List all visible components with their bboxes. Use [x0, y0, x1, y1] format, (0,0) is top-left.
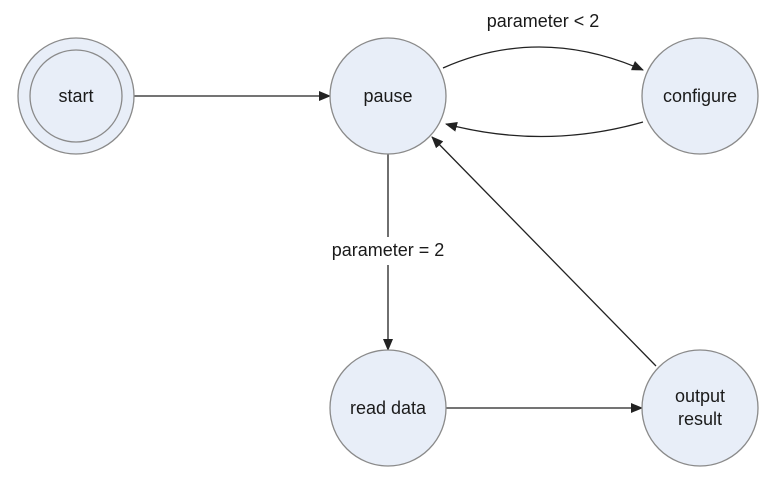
edge-label-pause-to-read-data: parameter = 2: [332, 240, 445, 260]
state-output-result-label-line1: output: [675, 386, 725, 406]
state-read-data: read data: [329, 349, 447, 467]
edge-label-background: [316, 237, 460, 265]
state-pause: pause: [329, 37, 447, 155]
state-pause-circle: [329, 37, 447, 155]
state-read-data-circle: [329, 349, 447, 467]
state-output-result-circle: [641, 349, 759, 467]
state-start-inner-ring: [29, 49, 123, 143]
state-pause-label: pause: [363, 86, 412, 106]
state-read-data-label: read data: [350, 398, 427, 418]
edge-pause-to-configure: [442, 46, 644, 71]
state-output-result-label-line2: result: [678, 409, 722, 429]
state-start: start: [17, 37, 135, 155]
edge-configure-to-pause: [445, 121, 644, 138]
edge-output-result-to-pause: [431, 136, 657, 367]
state-output-result: output result: [641, 349, 759, 467]
edge-label-pause-to-configure: parameter < 2: [487, 11, 600, 31]
state-start-label: start: [58, 86, 93, 106]
state-configure-label: configure: [663, 86, 737, 106]
state-configure-circle: [641, 37, 759, 155]
state-configure: configure: [641, 37, 759, 155]
